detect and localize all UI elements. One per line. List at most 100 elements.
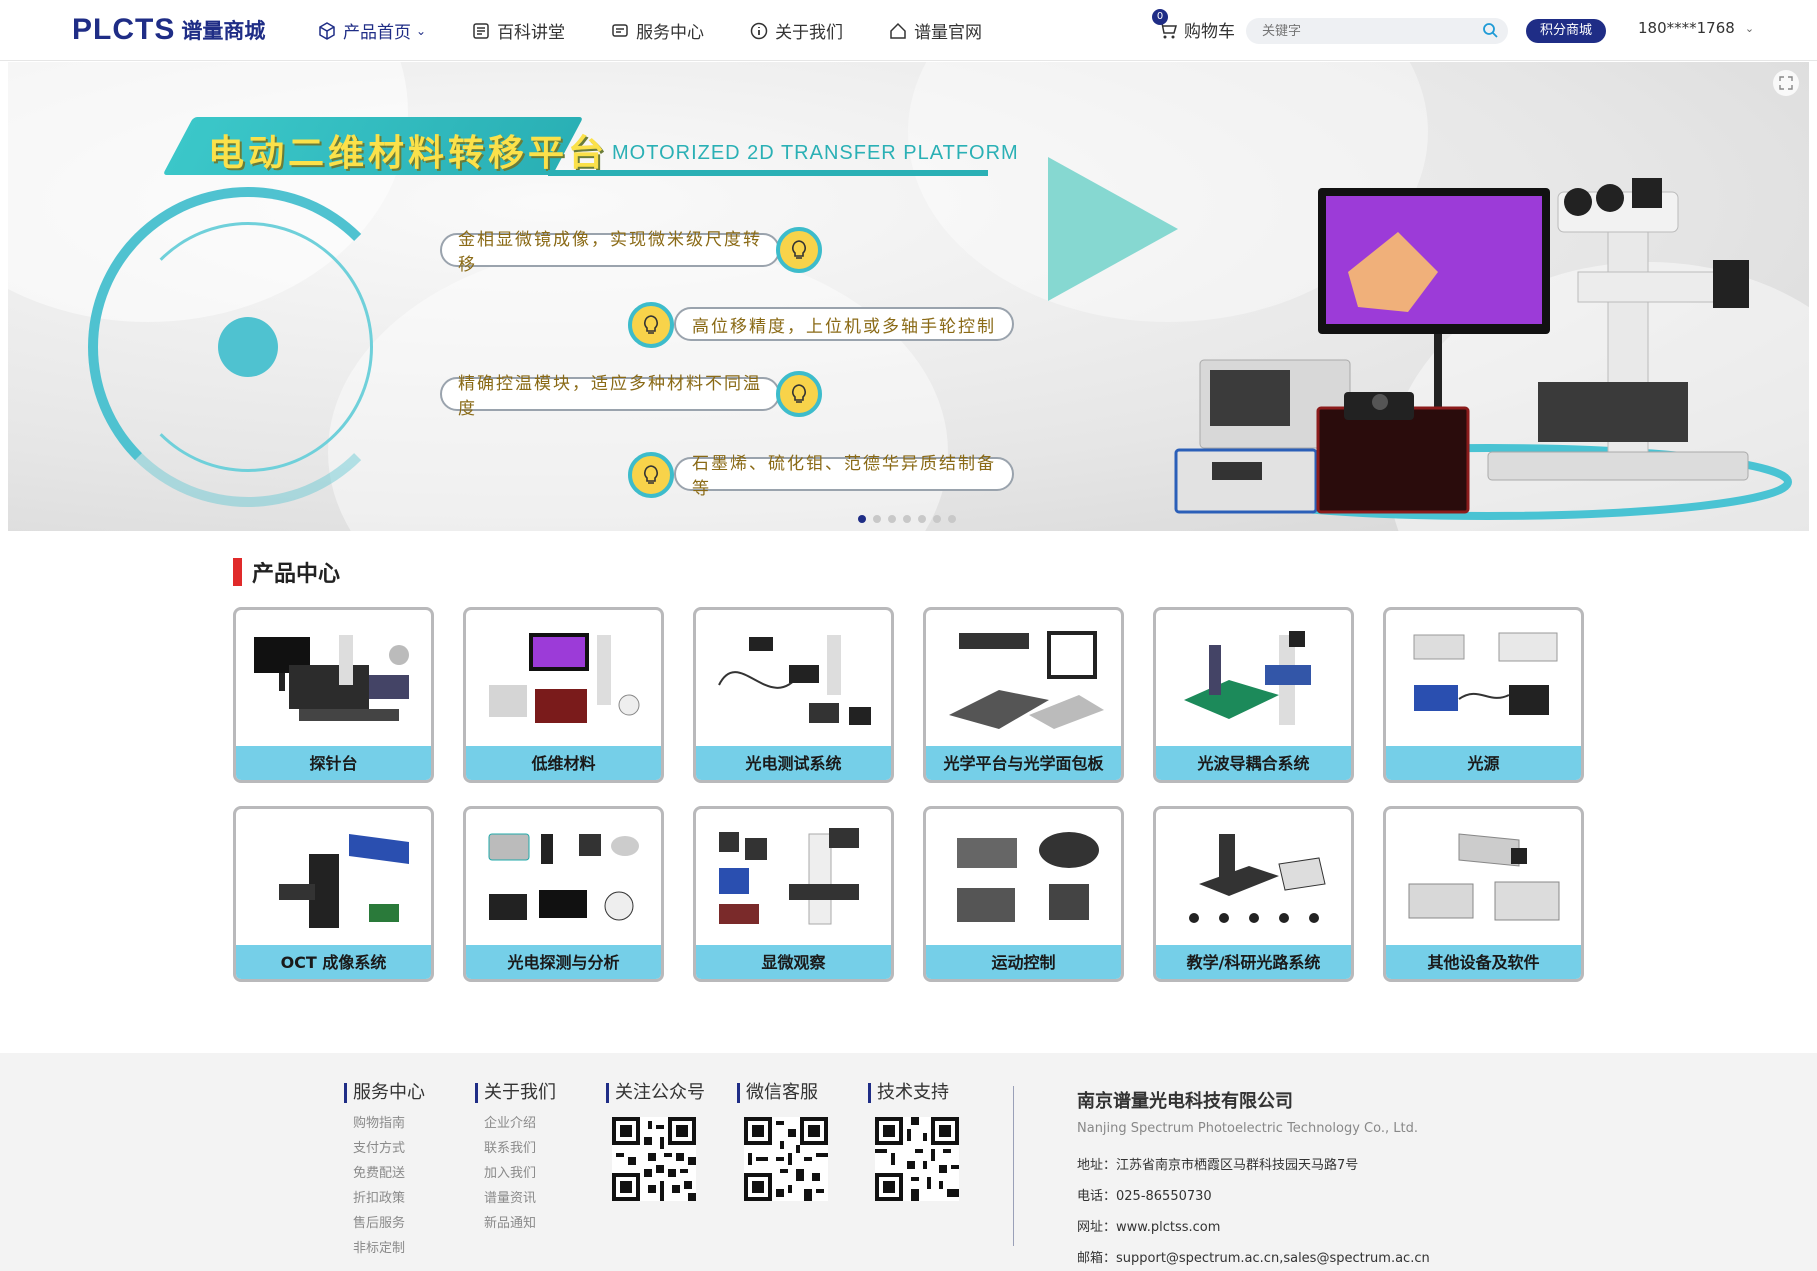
product-image — [696, 610, 891, 749]
product-image — [1386, 610, 1581, 749]
search-box — [1246, 18, 1508, 44]
home-icon — [890, 22, 906, 39]
qr-code-icon — [744, 1117, 828, 1201]
footer-heading: 技术支持 — [868, 1083, 949, 1103]
bulb-icon — [776, 371, 822, 417]
nav-encyclopedia[interactable]: 百科讲堂 — [472, 18, 565, 43]
footer-link[interactable]: 免费配送 — [353, 1166, 406, 1181]
product-label: 运动控制 — [926, 945, 1121, 979]
product-image — [1386, 809, 1581, 948]
logo-text: 谱量商城 — [181, 19, 266, 43]
cart-button[interactable]: 0 购物车 — [1152, 9, 1235, 42]
footer-link[interactable]: 企业介绍 — [484, 1116, 537, 1131]
footer-link[interactable]: 加入我们 — [484, 1166, 537, 1181]
footer-link[interactable]: 折扣政策 — [353, 1191, 406, 1206]
product-card-light-source[interactable]: 光源 — [1383, 607, 1584, 783]
product-card-motion-control[interactable]: 运动控制 — [923, 806, 1124, 982]
book-icon — [473, 22, 489, 39]
product-image — [1156, 610, 1351, 749]
nav-official-site[interactable]: 谱量官网 — [889, 18, 982, 43]
footer-link[interactable]: 谱量资讯 — [484, 1191, 537, 1206]
footer-divider — [1013, 1086, 1014, 1246]
nav-label: 百科讲堂 — [497, 23, 566, 43]
points-mall-button[interactable]: 积分商城 — [1526, 19, 1606, 43]
section-title: 产品中心 — [233, 556, 340, 588]
chevron-down-icon: ⌄ — [1744, 21, 1755, 35]
footer-link[interactable]: 支付方式 — [353, 1141, 406, 1156]
product-card-microscopy[interactable]: 显微观察 — [693, 806, 894, 982]
title-accent-bar — [233, 558, 242, 586]
carousel-dot[interactable] — [918, 515, 926, 523]
product-card-low-dimensional-materials[interactable]: 低维材料 — [463, 607, 664, 783]
product-label: 光波导耦合系统 — [1156, 746, 1351, 780]
product-label: 低维材料 — [466, 746, 661, 780]
footer: 服务中心 购物指南 支付方式 免费配送 折扣政策 售后服务 非标定制 关于我们 … — [0, 1053, 1817, 1271]
logo-mark: PLCTS — [72, 13, 176, 46]
search-input[interactable] — [1246, 23, 1471, 39]
product-card-teaching-research-optics[interactable]: 教学/科研光路系统 — [1153, 806, 1354, 982]
info-icon — [750, 22, 768, 39]
footer-service-column: 服务中心 购物指南 支付方式 免费配送 折扣政策 售后服务 非标定制 — [344, 1083, 425, 1256]
bulb-icon — [776, 227, 822, 273]
nav-about-us[interactable]: 关于我们 — [750, 18, 843, 43]
footer-link[interactable]: 联系我们 — [484, 1141, 537, 1156]
carousel-dot[interactable] — [933, 515, 941, 523]
product-image — [236, 610, 431, 749]
carousel-dot[interactable] — [873, 515, 881, 523]
site-logo[interactable]: PLCTS 谱量商城 — [72, 10, 265, 50]
hero-banner[interactable]: 电动二维材料转移平台 MOTORIZED 2D TRANSFER PLATFOR… — [8, 62, 1809, 531]
nav-service-center[interactable]: 服务中心 — [611, 18, 704, 43]
company-name: 南京谱量光电科技有限公司 — [1077, 1091, 1293, 1112]
bulb-icon — [628, 452, 674, 498]
product-label: 探针台 — [236, 746, 431, 780]
cube-icon — [319, 21, 335, 40]
product-label: 显微观察 — [696, 945, 891, 979]
company-address: 地址：江苏省南京市栖霞区马群科技园天马路7号 — [1077, 1158, 1359, 1173]
banner-feature: 精确控温模块，适应多种材料不同温度 — [440, 374, 780, 419]
service-icon — [612, 23, 628, 37]
product-card-optical-table[interactable]: 光学平台与光学面包板 — [923, 607, 1124, 783]
nav-product-home[interactable]: 产品首页 ⌄ — [318, 18, 426, 43]
carousel-dot[interactable] — [858, 515, 866, 523]
carousel-dot[interactable] — [903, 515, 911, 523]
product-image — [466, 610, 661, 749]
user-phone: 180****1768 — [1638, 19, 1735, 37]
banner-subtitle: MOTORIZED 2D TRANSFER PLATFORM — [612, 142, 1019, 164]
footer-link[interactable]: 购物指南 — [353, 1116, 406, 1131]
product-card-probe-station[interactable]: 探针台 — [233, 607, 434, 783]
product-image — [926, 809, 1121, 948]
banner-feature: 金相显微镜成像，实现微米级尺度转移 — [440, 230, 780, 275]
main-nav: 产品首页 ⌄ 百科讲堂 服务中心 关于我们 谱量官网 — [318, 0, 1028, 61]
product-card-other-equipment[interactable]: 其他设备及软件 — [1383, 806, 1584, 982]
nav-label: 谱量官网 — [914, 23, 983, 43]
carousel-dot[interactable] — [888, 515, 896, 523]
product-card-oct-imaging[interactable]: OCT 成像系统 — [233, 806, 434, 982]
carousel-dot[interactable] — [948, 515, 956, 523]
play-triangle — [1048, 157, 1178, 301]
banner-title: 电动二维材料转移平台 — [208, 133, 609, 174]
cart-label: 购物车 — [1184, 22, 1235, 42]
carousel-dots — [858, 515, 963, 523]
company-name-en: Nanjing Spectrum Photoelectric Technolog… — [1077, 1121, 1418, 1136]
search-icon[interactable] — [1482, 22, 1498, 38]
title-underline — [548, 170, 988, 176]
footer-link[interactable]: 售后服务 — [353, 1216, 406, 1231]
fullscreen-icon[interactable] — [1773, 70, 1799, 96]
top-header: PLCTS 谱量商城 产品首页 ⌄ 百科讲堂 服务中心 关于我们 谱量官网 0 … — [0, 0, 1817, 61]
product-card-optoelectronic-test[interactable]: 光电测试系统 — [693, 607, 894, 783]
user-menu[interactable]: 180****1768 ⌄ — [1638, 19, 1754, 37]
product-card-waveguide-coupling[interactable]: 光波导耦合系统 — [1153, 607, 1354, 783]
footer-link[interactable]: 新品通知 — [484, 1216, 537, 1231]
footer-about-column: 关于我们 企业介绍 联系我们 加入我们 谱量资讯 新品通知 — [475, 1083, 556, 1231]
footer-link[interactable]: 非标定制 — [353, 1241, 406, 1256]
company-email[interactable]: 邮箱：support@spectrum.ac.cn,sales@spectrum… — [1077, 1251, 1430, 1266]
company-website[interactable]: 网址：www.plctss.com — [1077, 1220, 1221, 1235]
decorative-dot — [218, 317, 278, 377]
footer-qr-wechat-service: 微信客服 — [737, 1083, 818, 1103]
product-label: 光电探测与分析 — [466, 945, 661, 979]
product-card-photodetection-analysis[interactable]: 光电探测与分析 — [463, 806, 664, 982]
footer-heading: 微信客服 — [737, 1083, 818, 1103]
product-label: 光电测试系统 — [696, 746, 891, 780]
qr-code-icon — [612, 1117, 696, 1201]
product-image — [1156, 809, 1351, 948]
